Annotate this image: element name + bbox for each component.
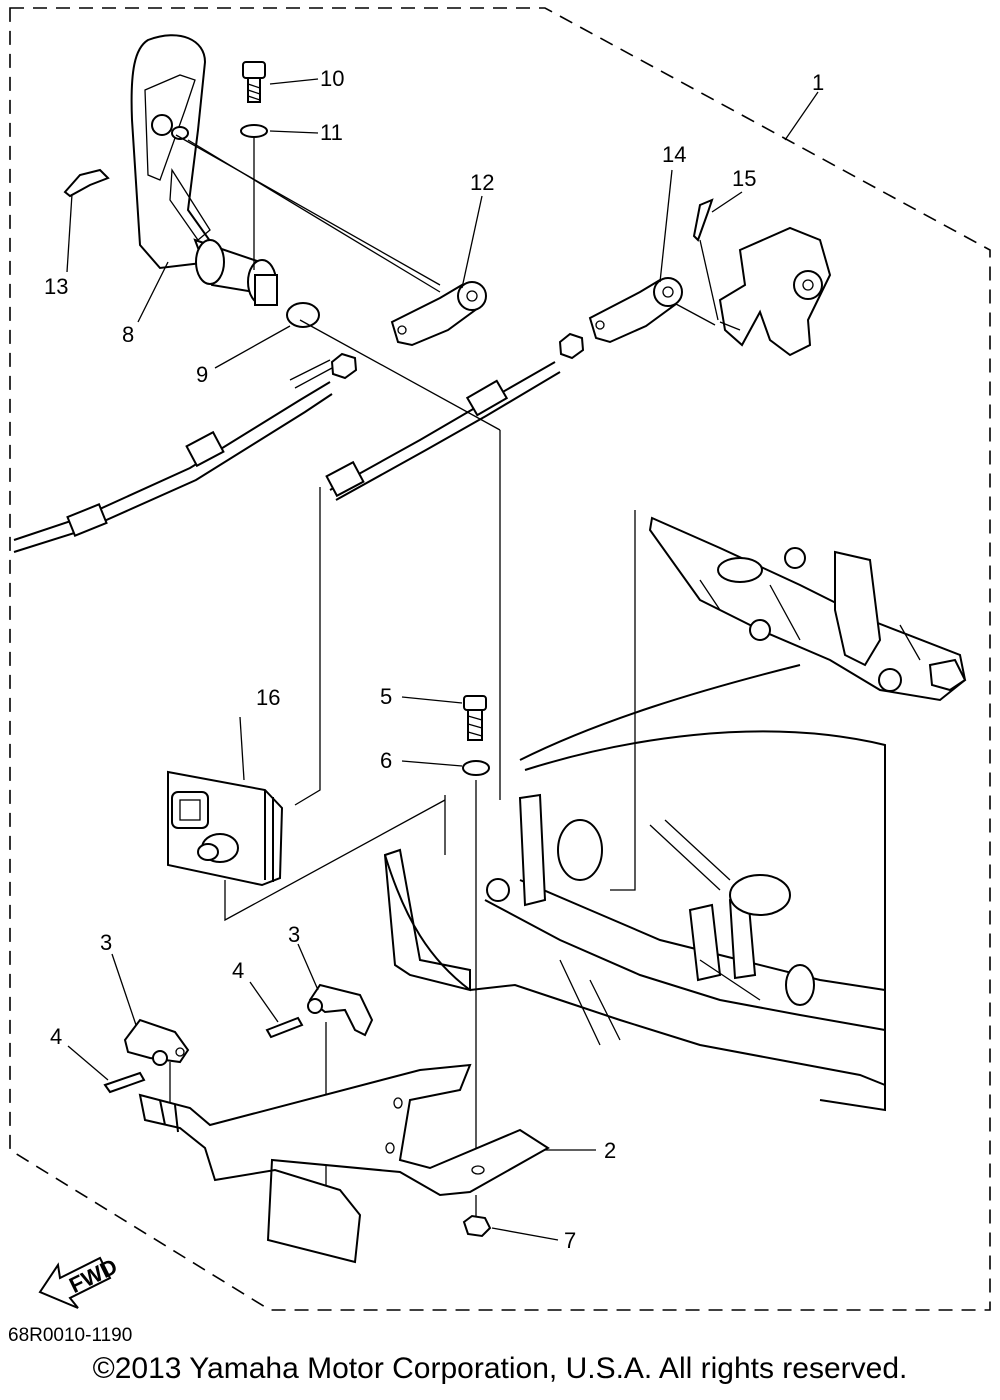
pin-part-4-left: [103, 1071, 146, 1094]
cable-joint-part-12: [390, 281, 487, 347]
callout-2: 2: [604, 1138, 616, 1163]
cable-joint-part-14: [588, 277, 683, 344]
nut-left: [330, 352, 358, 380]
bolt-part-5: [463, 695, 487, 741]
cover-part-16: [167, 770, 284, 887]
callout-14: 14: [662, 142, 686, 167]
control-cable-upper: [325, 361, 561, 501]
copyright-notice: ©2013 Yamaha Motor Corporation, U.S.A. A…: [92, 1352, 908, 1385]
clip-part-15: [692, 198, 714, 242]
assembly-lines: [169, 134, 719, 1220]
callout-leaders: [66, 78, 819, 1241]
pin-part-4-right: [265, 1016, 304, 1039]
callout-11: 11: [320, 120, 343, 145]
callout-4-left: 4: [50, 1024, 62, 1049]
callout-9: 9: [196, 362, 208, 387]
callout-6: 6: [380, 748, 392, 773]
assembly-boundary: [9, 7, 991, 1311]
holder-part-3-left: [123, 1018, 190, 1066]
callout-7: 7: [564, 1228, 576, 1253]
bracket-part-2: [138, 1063, 550, 1264]
drawing-code: 68R0010-1190: [8, 1325, 133, 1346]
callout-numbers: 1 2 3 3 4 4 5 6 7 8 9 10 11 12 13 14 15 …: [44, 66, 824, 1253]
callout-8: 8: [122, 322, 134, 347]
callout-3-left: 3: [100, 930, 112, 955]
throttle-arm-bracket: [718, 226, 832, 357]
nut-right: [558, 332, 585, 360]
clip-part-13: [63, 168, 110, 198]
callout-1: 1: [812, 70, 824, 95]
shift-shaft-assembly: [648, 516, 967, 702]
callout-5: 5: [380, 684, 392, 709]
holder-part-3-right: [307, 983, 374, 1037]
callout-12: 12: [470, 170, 494, 195]
callout-3-right: 3: [288, 922, 300, 947]
callout-16: 16: [256, 685, 280, 710]
callout-13: 13: [44, 274, 68, 299]
bottom-cowling: [383, 664, 886, 1112]
o-ring-part-9: [286, 302, 320, 328]
nut-part-7: [462, 1214, 492, 1238]
bolt-part-10: [242, 61, 266, 103]
control-cable-lower: [13, 359, 333, 553]
callout-10: 10: [320, 66, 344, 91]
callout-15: 15: [732, 166, 756, 191]
washer-part-11: [240, 124, 268, 138]
washer-part-6: [462, 760, 490, 776]
callout-4-right: 4: [232, 958, 244, 983]
fwd-arrow-icon: FWD: [38, 1254, 121, 1309]
control-lever-part-8: [130, 34, 278, 306]
